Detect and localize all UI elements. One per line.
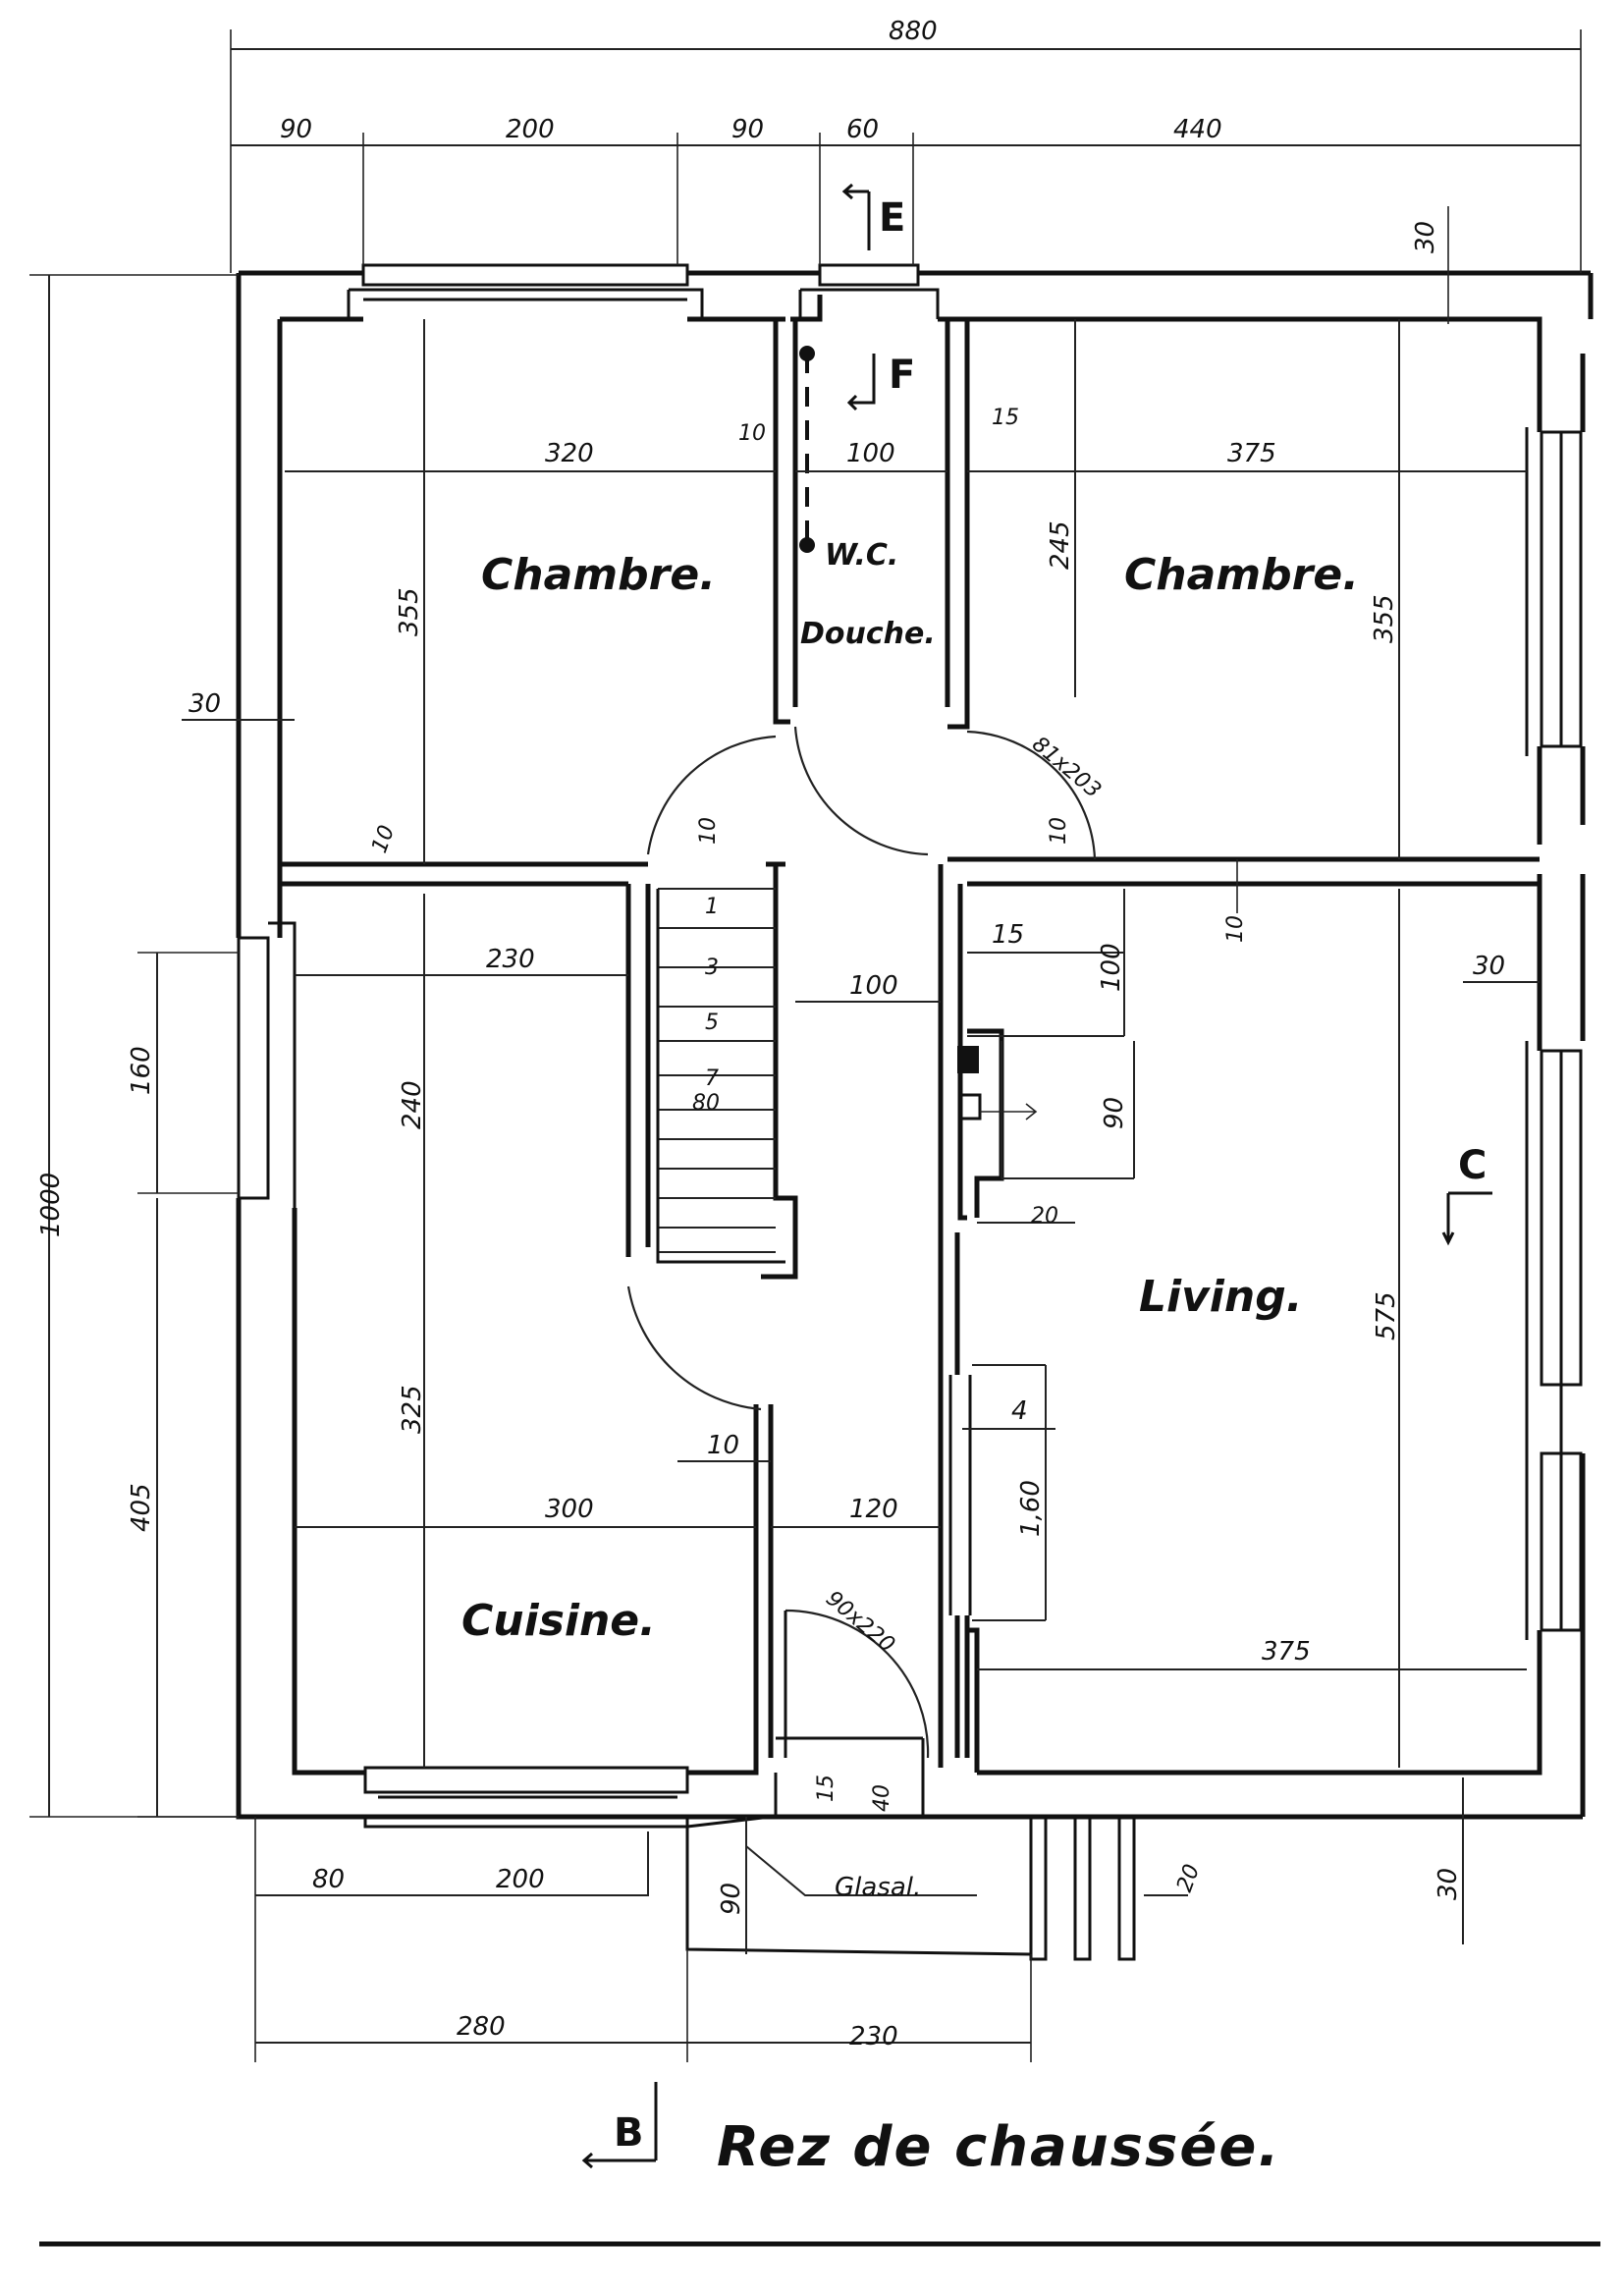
dim-top-90b: 90 bbox=[731, 115, 764, 144]
dim-top-90a: 90 bbox=[280, 115, 312, 144]
dim-bottom-90: 90 bbox=[717, 1883, 746, 1915]
section-c-label: C bbox=[1458, 1143, 1487, 1188]
dim-door-81x203: 81x203 bbox=[1027, 732, 1106, 803]
dim-bottom-230: 230 bbox=[849, 2022, 898, 2051]
dim-wall-10-stair: 10 bbox=[696, 817, 721, 845]
page-title: Rez de chaussée. bbox=[717, 2115, 1281, 2179]
dim-window-160: 160 bbox=[127, 1046, 156, 1095]
dim-kitchen-230: 230 bbox=[486, 945, 535, 974]
room-shower: Douche. bbox=[800, 617, 936, 651]
dim-bottom-280: 280 bbox=[457, 2012, 506, 2042]
dim-living-20: 20 bbox=[1031, 1204, 1058, 1229]
dim-bottom-80: 80 bbox=[312, 1865, 345, 1894]
stair-step-5: 5 bbox=[705, 1011, 719, 1035]
dim-bedroom-right-245: 245 bbox=[1046, 520, 1075, 570]
outer-walls bbox=[236, 270, 1594, 1820]
section-markers bbox=[581, 183, 1492, 2169]
room-bedroom-left: Chambre. bbox=[481, 550, 716, 600]
windows bbox=[237, 263, 1583, 1961]
stair-step-7: 7 bbox=[705, 1066, 719, 1091]
dim-kitchen-405: 405 bbox=[127, 1483, 156, 1532]
dim-living-4: 4 bbox=[1011, 1396, 1028, 1426]
dim-kitchen-300: 300 bbox=[545, 1495, 594, 1524]
dim-hall-100: 100 bbox=[849, 971, 898, 1001]
dim-bedroom-right-width: 375 bbox=[1227, 439, 1276, 468]
dim-living-575: 575 bbox=[1372, 1291, 1401, 1340]
room-bedroom-right: Chambre. bbox=[1124, 550, 1359, 600]
dim-left-wall-30: 30 bbox=[189, 689, 221, 719]
dim-kitchen-325: 325 bbox=[398, 1385, 427, 1434]
dim-living-90: 90 bbox=[1100, 1097, 1129, 1129]
dim-right-top-30: 30 bbox=[1411, 221, 1440, 253]
dim-total-height: 1000 bbox=[36, 1173, 66, 1237]
dim-top-200: 200 bbox=[506, 115, 555, 144]
dim-wc-wall-10: 10 bbox=[738, 421, 766, 446]
stair-width-80: 80 bbox=[692, 1091, 720, 1116]
dim-living-15: 15 bbox=[992, 920, 1024, 950]
dim-living-375: 375 bbox=[1262, 1637, 1311, 1667]
dim-hall-120: 120 bbox=[849, 1495, 898, 1524]
dim-step-15: 15 bbox=[814, 1775, 839, 1802]
dim-wall-10-living: 10 bbox=[1223, 915, 1248, 943]
stair-step-1: 1 bbox=[705, 895, 719, 919]
wc-point-top bbox=[799, 346, 815, 361]
chimney-symbol bbox=[958, 1093, 982, 1121]
room-living: Living. bbox=[1139, 1272, 1302, 1322]
arrow-icon bbox=[980, 1103, 1038, 1121]
dim-living-160: 1,60 bbox=[1016, 1480, 1046, 1537]
dimension-lines bbox=[29, 29, 1582, 2062]
dim-door-90x220: 90x220 bbox=[821, 1586, 899, 1658]
dim-top-60: 60 bbox=[846, 115, 879, 144]
section-e-label: E bbox=[879, 195, 905, 241]
dim-right-30: 30 bbox=[1473, 952, 1505, 981]
staircase bbox=[656, 888, 785, 1264]
dim-wall-10-door: 10 bbox=[1047, 817, 1071, 845]
dim-wall-10-kitchen: 10 bbox=[707, 1431, 739, 1460]
dim-wc-wall-15: 15 bbox=[992, 406, 1019, 430]
doors bbox=[626, 726, 1097, 1759]
dim-bedroom-right-height: 355 bbox=[1370, 594, 1399, 643]
dim-total-width: 880 bbox=[889, 17, 938, 46]
labels: Chambre. Chambre. W.C. Douche. Cuisine. … bbox=[36, 17, 1505, 2179]
dim-kitchen-240: 240 bbox=[398, 1080, 427, 1129]
dim-wc-width: 100 bbox=[846, 439, 895, 468]
dim-bottom-200: 200 bbox=[496, 1865, 545, 1894]
dim-top-440: 440 bbox=[1173, 115, 1222, 144]
section-f-label: F bbox=[889, 353, 915, 398]
wc-point-bottom bbox=[799, 537, 815, 553]
dim-wall-10-left: 10 bbox=[367, 822, 400, 856]
glass-label: Glasal. bbox=[835, 1873, 921, 1902]
dim-bottom-right-30: 30 bbox=[1434, 1868, 1463, 1900]
dim-step-40: 40 bbox=[870, 1784, 894, 1812]
stair-step-3: 3 bbox=[705, 956, 719, 980]
stove-symbol bbox=[957, 1046, 979, 1073]
dim-bedroom-left-height: 355 bbox=[395, 587, 424, 636]
dim-living-100: 100 bbox=[1097, 943, 1126, 992]
room-wc: W.C. bbox=[825, 538, 898, 573]
room-kitchen: Cuisine. bbox=[461, 1596, 656, 1646]
dim-bottom-20: 20 bbox=[1172, 1861, 1205, 1895]
section-b-label: B bbox=[614, 2110, 644, 2156]
dim-bedroom-left-width: 320 bbox=[545, 439, 594, 468]
interior-walls bbox=[280, 295, 1540, 1817]
